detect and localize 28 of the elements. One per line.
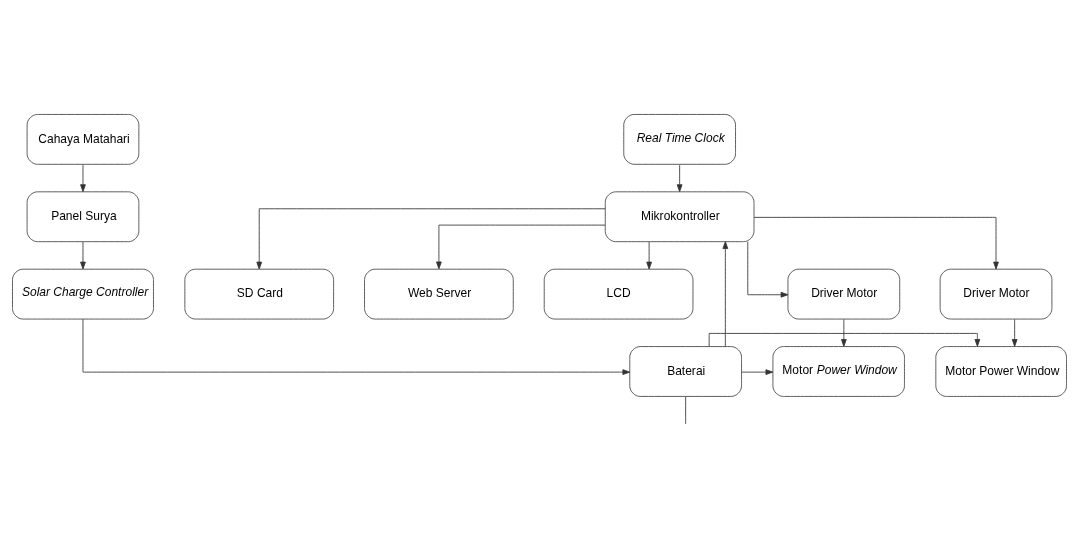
arrow [722, 240, 729, 347]
node-box: Solar Charge Controller [12, 268, 154, 319]
node-box: Motor Power Window [772, 345, 905, 397]
node-box: Real Time Clock [623, 113, 736, 165]
node-box: Web Server [364, 268, 514, 319]
node-box: SD Card [184, 268, 334, 319]
connector [685, 395, 687, 424]
arrow [708, 332, 981, 347]
arrow [436, 224, 606, 269]
node-box: Driver Motor [939, 268, 1053, 319]
arrow [753, 216, 999, 269]
node-box: Cahaya Matahari [26, 113, 140, 165]
arrow [82, 318, 631, 375]
arrow [646, 241, 652, 269]
arrow [676, 163, 683, 192]
arrow [80, 241, 86, 269]
node-box: Panel Surya [26, 190, 140, 242]
arrow [80, 163, 86, 192]
node-box: LCD [543, 268, 694, 319]
arrow [841, 318, 847, 347]
arrow [256, 207, 606, 269]
arrow [1011, 318, 1018, 347]
node-box: Driver Motor [787, 268, 901, 319]
node-box: Baterai [629, 345, 742, 397]
arrow [741, 368, 774, 375]
node-box: Mikrokontroller [604, 190, 755, 242]
arrow [747, 240, 789, 298]
node-box: Motor Power Window [935, 345, 1067, 397]
